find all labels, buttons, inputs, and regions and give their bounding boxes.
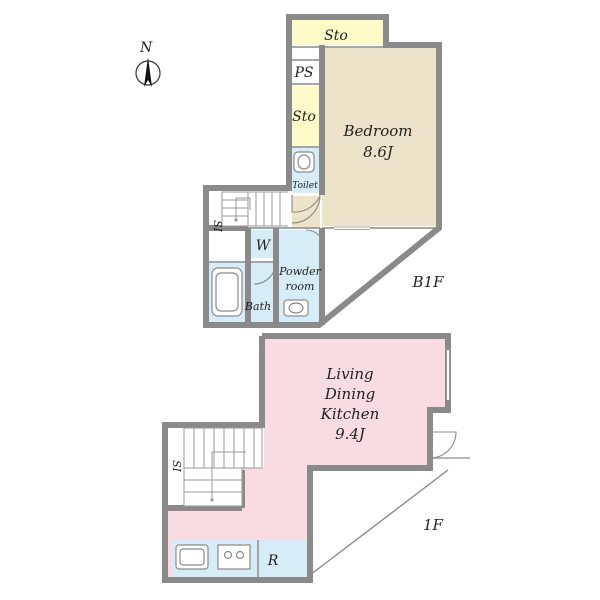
bathtub-inner-icon — [215, 272, 239, 312]
compass-needle-icon — [144, 57, 152, 87]
storage-top-fill — [289, 20, 383, 45]
1f-stairs — [183, 427, 263, 507]
bedroom-name-label: Bedroom — [343, 122, 413, 140]
hall-door-swing — [291, 195, 321, 213]
bedroom-fill — [322, 48, 436, 226]
ldk-label-line1: Living — [325, 365, 373, 383]
1f-floor-label: 1F — [423, 516, 444, 534]
ldk-label-line3: Kitchen — [320, 405, 380, 423]
sink-basin-icon — [288, 302, 304, 314]
bath-label: Bath — [244, 300, 271, 313]
toilet-bowl-icon — [297, 154, 311, 170]
b1f-windows — [334, 226, 370, 230]
storage-mid-label: Sto — [292, 109, 316, 125]
entrance-door-swing — [429, 431, 457, 459]
1f-shoe-storage-label: SI — [170, 460, 183, 473]
pipe-space-fill — [289, 60, 319, 82]
pipe-space-label: PS — [293, 65, 313, 81]
bedroom-size-label: 8.6J — [363, 143, 394, 161]
bedroom-door-swing — [291, 194, 321, 224]
b1f-shoe-storage-label: SI — [211, 220, 224, 233]
bath-door-swing — [253, 261, 277, 285]
powder-room-label-line1: Powder — [278, 265, 322, 278]
refrigerator-label: R — [267, 553, 279, 569]
b1f-stairs — [221, 191, 288, 227]
storage-mid-fill — [289, 86, 319, 146]
refrigerator-fill — [259, 540, 307, 577]
washer-label: W — [256, 238, 272, 254]
stove-icon — [217, 544, 251, 570]
floor-b1f: Sto PS Sto Bedroom 8.6J Toilet SI W Powd… — [203, 14, 445, 328]
floor-1f: Living Dining Kitchen 9.4J SI R 1F — [162, 333, 470, 583]
1f-terrace-outline — [309, 469, 449, 577]
powder-door-swing — [305, 229, 325, 249]
compass-letter: N — [139, 40, 153, 56]
ldk-fill — [168, 338, 446, 577]
ldk-label-line2: Dining — [324, 385, 376, 403]
burner-right-icon — [235, 550, 245, 560]
north-compass: N — [135, 40, 161, 87]
b1f-outer-wall — [203, 14, 442, 328]
storage-top-label: Sto — [324, 28, 348, 44]
toilet-label: Toilet — [292, 181, 318, 191]
kitchen-sink-basin-icon — [179, 548, 205, 566]
ldk-size-label: 9.4J — [335, 425, 366, 443]
washer-fill — [250, 230, 275, 258]
powder-room-label-line2: room — [286, 280, 315, 293]
burner-left-icon — [223, 550, 233, 560]
b1f-floor-label: B1F — [412, 273, 445, 291]
